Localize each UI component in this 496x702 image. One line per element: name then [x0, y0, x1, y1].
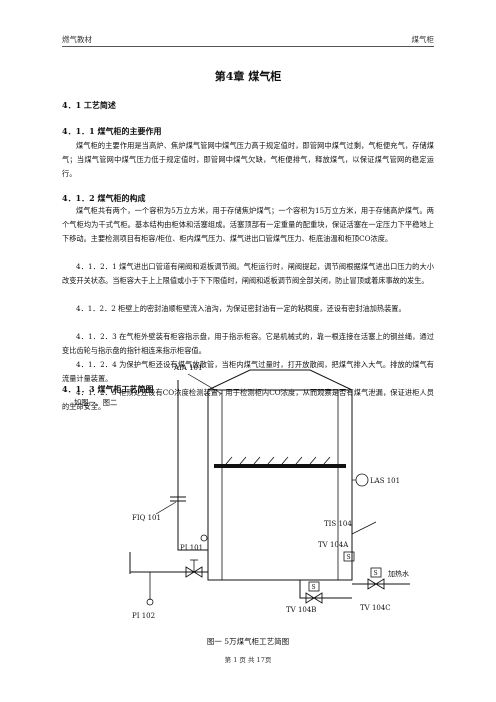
holder-roof — [207, 369, 353, 391]
para-4-1-2-2: 4．1．2．2 柜壁上的密封油顺柜壁流入油沟，为保证密封油有一定的粘稠度，还设有… — [76, 304, 406, 313]
section-4-1-2: 4．1．2 煤气柜的构成 — [62, 193, 146, 203]
para-4-1-2: 煤气柜共有两个，一个容积为5万立方米，用于存储焦炉煤气；一个容积为15万立方米，… — [62, 206, 434, 243]
tv104c-solenoid: S — [374, 570, 378, 577]
las-sensor-icon — [355, 473, 369, 487]
pi101-gauge-icon — [200, 534, 208, 542]
piston — [214, 464, 346, 468]
holder-body — [207, 389, 353, 581]
pi102-gauge-icon — [146, 598, 154, 606]
tag-aia101: AIA 101 — [173, 364, 202, 372]
tv104c-valve-icon — [367, 578, 377, 590]
header-rule — [62, 46, 434, 47]
tag-pi102: PI 102 — [132, 612, 155, 620]
section-4-1: 4．1 工艺简述 — [62, 100, 116, 110]
heating-water-label: 加热水 — [388, 569, 409, 578]
header-right: 煤气柜 — [411, 35, 435, 44]
page-footer: 第 1 页 共 17页 — [224, 656, 272, 664]
gas-valve-icon — [185, 566, 195, 578]
para-4-1-2-5: 4．1．2．5 柜顶处还设有CO浓度检测装置，用于检测柜内CO浓度，从而观察是否… — [62, 388, 434, 411]
tag-tv104a: TV 104A — [318, 541, 349, 549]
chapter-title: 第4章 煤气柜 — [214, 70, 282, 83]
aia-leader — [187, 373, 223, 395]
para-4-1-2-1: 4．1．2．1 煤气进出口管道有闸阀和返板调节阀。气柜运行时，闸阀提起，调节阀根… — [62, 262, 434, 285]
section-4-1-3: 4．1．3 煤气柜工艺简图 — [62, 384, 154, 394]
gas-holder-diagram: AIA 101 LAS 101 FIQ 101 PI 101 TIS 104 T… — [129, 364, 410, 620]
tv104b-solenoid: S — [312, 584, 316, 591]
tag-tv104b: TV 104B — [286, 606, 316, 614]
tag-las101: LAS 101 — [370, 477, 400, 485]
section-4-1-1: 4．1．1 煤气柜的主要作用 — [62, 126, 162, 136]
tag-fiq101: FIQ 101 — [132, 514, 161, 522]
figure-reference: 如图一、图二 — [74, 398, 118, 407]
para-4-1-1: 煤气柜的主要作用是当高炉、焦炉煤气管网中煤气压力高于规定值时，即管网中煤气过剩，… — [62, 141, 434, 178]
figure-caption: 图一 5万煤气柜工艺简图 — [206, 637, 290, 646]
tag-tis104: TIS 104 — [324, 520, 352, 528]
vent-pipe — [177, 380, 208, 551]
tag-pi101: PI 101 — [180, 544, 203, 552]
tv104a-solenoid: S — [347, 554, 351, 561]
tag-tv104c: TV 104C — [360, 604, 391, 612]
tv104b-valve-icon — [305, 592, 315, 604]
para-4-1-2-4: 4．1．2．4 为保护气柜还设有煤气放散管，当柜内煤气过量时，打开放散阀，把煤气… — [62, 360, 434, 383]
piston-hatch — [225, 456, 331, 465]
para-4-1-2-3: 4．1．2．3 在气柜外壁装有柜容指示盘，用于指示柜容。它是机械式的，靠一根连接… — [62, 332, 434, 355]
header-left: 燃气教材 — [62, 35, 92, 44]
